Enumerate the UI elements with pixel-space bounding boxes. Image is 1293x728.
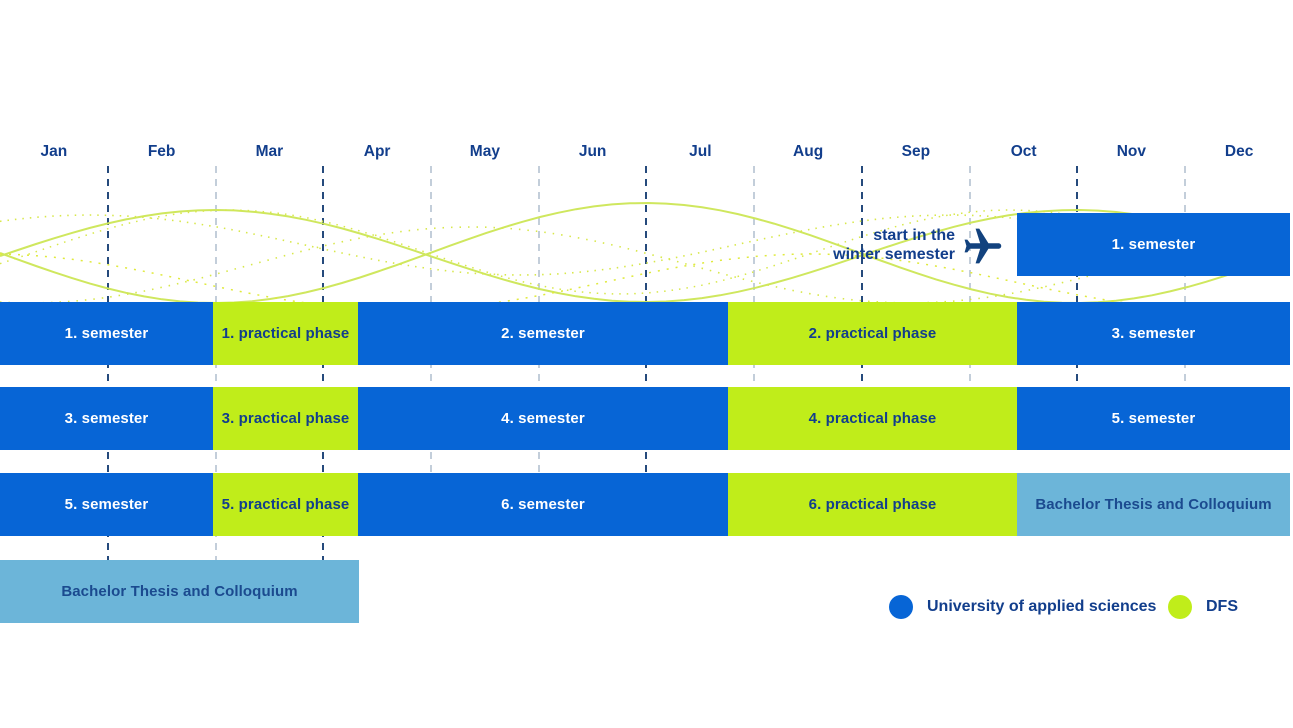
month-label-jul: Jul (689, 143, 712, 160)
bar-bachelor-thesis-and-colloquium: Bachelor Thesis and Colloquium (1017, 473, 1290, 536)
start-note-line1: start in the (873, 227, 955, 244)
bar-2-practical-phase: 2. practical phase (728, 302, 1017, 365)
month-label-sep: Sep (901, 143, 931, 160)
month-label-oct: Oct (1010, 143, 1037, 160)
legend-item-dfs: DFS (1168, 593, 1238, 621)
bar-bachelor-thesis-and-colloquium: Bachelor Thesis and Colloquium (0, 560, 359, 623)
bar-5-semester: 5. semester (1017, 387, 1290, 450)
month-label-jun: Jun (578, 143, 607, 160)
legend-label-university: University of applied sciences (927, 598, 1157, 615)
month-label-mar: Mar (255, 143, 284, 160)
month-label-apr: Apr (363, 143, 391, 160)
start-note: start in the winter semester (833, 226, 955, 264)
legend-swatch-university (889, 595, 913, 619)
airplane-icon (964, 228, 1002, 264)
bar-4-practical-phase: 4. practical phase (728, 387, 1017, 450)
bar-6-practical-phase: 6. practical phase (728, 473, 1017, 536)
month-label-jan: Jan (40, 143, 68, 160)
bar-4-semester: 4. semester (358, 387, 728, 450)
bar-1-practical-phase: 1. practical phase (213, 302, 358, 365)
bar-5-semester: 5. semester (0, 473, 213, 536)
month-label-nov: Nov (1116, 143, 1147, 160)
legend-label-dfs: DFS (1206, 598, 1238, 615)
bar-6-semester: 6. semester (358, 473, 728, 536)
bar-1-semester: 1. semester (1017, 213, 1290, 276)
month-label-may: May (469, 143, 500, 160)
bar-2-semester: 2. semester (358, 302, 728, 365)
bar-5-practical-phase: 5. practical phase (213, 473, 358, 536)
legend-item-university-of-applied-sciences: University of applied sciences (889, 593, 1156, 621)
bar-1-semester: 1. semester (0, 302, 213, 365)
bar-3-semester: 3. semester (0, 387, 213, 450)
month-label-dec: Dec (1224, 143, 1254, 160)
bar-3-practical-phase: 3. practical phase (213, 387, 358, 450)
start-note-line2: winter semester (833, 246, 955, 263)
legend-swatch-dfs (1168, 595, 1192, 619)
bar-3-semester: 3. semester (1017, 302, 1290, 365)
month-label-aug: Aug (793, 143, 824, 160)
month-label-feb: Feb (147, 143, 176, 160)
